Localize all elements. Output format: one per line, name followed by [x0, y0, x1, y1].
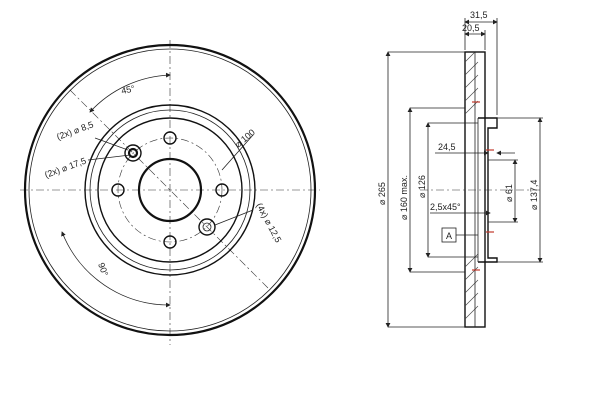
center-bore [137, 157, 203, 223]
small-hole-lower-right [198, 218, 216, 236]
outer-disc-edge [23, 43, 317, 337]
hub-max-label: ⌀ 160 max. [399, 175, 409, 220]
hub-diameter-label: ⌀ 126 [417, 175, 427, 198]
outer-disc-inner-edge [28, 48, 312, 332]
hub-depth-label: 24,5 [438, 142, 456, 152]
disc-thickness-label: 20,5 [462, 23, 480, 33]
small-hole-lower-right-inner [202, 222, 212, 232]
bolt-hole-top [163, 131, 177, 145]
small-hole-upper-left-inner [127, 147, 139, 159]
bolt-hole-left [111, 183, 125, 197]
angle-45-label: 45° [120, 83, 136, 96]
bolt-holes-label: (4x) ⌀ 12,5 [254, 201, 283, 244]
total-thickness-label: 31,5 [470, 10, 488, 20]
leader-pcd [221, 134, 254, 171]
chamfer-label: 2,5x45° [430, 202, 461, 212]
angle-90-label: 90° [96, 261, 110, 278]
hat-section [478, 117, 498, 263]
leader-bolt-holes [214, 209, 254, 226]
small-holes-label: (2x) ⌀ 8,5 [55, 119, 95, 142]
datum-label: A [446, 231, 452, 241]
pcd-label: ⌀ 100 [233, 127, 257, 149]
hat-diameter-label: ⌀ 137,4 [529, 180, 539, 210]
medium-holes-label: (2x) ⌀ 17,5 [43, 156, 87, 180]
small-hole-upper-left [124, 144, 142, 162]
outer-diameter-label: ⌀ 265 [377, 182, 387, 205]
bolt-hole-right [215, 183, 229, 197]
angle-90-arc [61, 231, 171, 308]
center-bore-label: ⌀ 61 [504, 184, 514, 202]
side-view: 31,5 20,5 ⌀ 265 ⌀ 160 max. ⌀ 126 24,5 2,… [377, 10, 543, 328]
diagonal-centerline [69, 89, 271, 291]
angle-45-arc [89, 72, 171, 113]
ring-hatching [464, 51, 479, 320]
front-view: 45° 90° (2x) ⌀ 8,5 (2x) ⌀ 17,5 ⌀ 100 (4x… [20, 40, 320, 345]
leader-small-holes [94, 137, 129, 151]
leader-medium-holes [87, 154, 131, 161]
